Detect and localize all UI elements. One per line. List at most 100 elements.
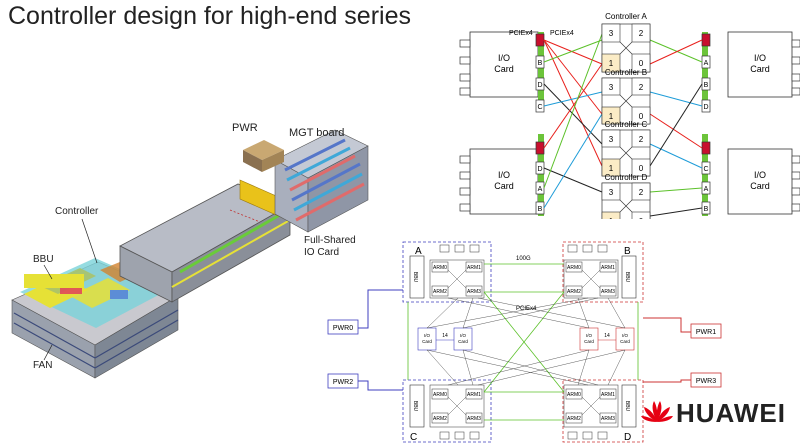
rp-b1: B: [704, 82, 709, 89]
page-title: Controller design for high-end series: [8, 2, 411, 30]
port-bar-right-top: [702, 32, 708, 112]
bbu-d: BBU: [621, 384, 637, 428]
io-r1-2: Card: [584, 339, 594, 344]
io-card-bl-label-1: I/O: [498, 170, 510, 180]
pwr-label: PWR: [232, 122, 258, 134]
arms-b: ARM0 ARM1 ARM2 ARM3: [563, 259, 619, 299]
hardware-illustration: PWR MGT board Controller BBU FAN Full-Sh…: [11, 122, 369, 379]
controller-a: Controller A 3 2 1 0: [601, 12, 651, 73]
huawei-logo-text: HUAWEI: [676, 398, 786, 428]
pwr2-label: PWR2: [333, 379, 353, 386]
lp-b2: B: [538, 206, 543, 213]
controller-b: Controller B 3 2 1 0: [601, 68, 651, 125]
pwr-left-boxes: PWR0 PWR2: [327, 319, 359, 389]
cb-p3: 3: [609, 83, 614, 92]
arm2-a: ARM2: [433, 289, 447, 295]
arm2-d: ARM2: [567, 416, 581, 422]
bbu-a-label: BBU: [412, 272, 418, 283]
io-r2-1: I/O: [622, 333, 629, 338]
pwr1-label: PWR1: [696, 329, 716, 336]
bbu-b: BBU: [621, 255, 637, 299]
rp-a2: A: [704, 186, 709, 193]
controller-b-label: Controller B: [605, 68, 647, 77]
arm3-b: ARM3: [601, 289, 615, 295]
arm0-a: ARM0: [433, 265, 447, 271]
pcie-label: PCIEx4: [516, 306, 537, 312]
arm1-b: ARM1: [601, 265, 615, 271]
cb-p0: 0: [639, 112, 644, 121]
cd-p3: 3: [609, 188, 614, 197]
bbu-module: [24, 274, 84, 288]
port-bar-left-top: [538, 32, 544, 112]
arm2-b: ARM2: [567, 289, 581, 295]
controller-topology: I/O Card I/O Card I/O Card I/O Card: [459, 12, 800, 219]
arms-c: ARM0 ARM1 ARM2 ARM3: [429, 384, 485, 428]
quadrant-d: [562, 379, 644, 443]
fan-pointer: [43, 344, 53, 361]
bbu-label: BBU: [33, 254, 54, 265]
controller-a-label: Controller A: [605, 12, 647, 21]
io-l2-2: Card: [458, 339, 468, 344]
controller-label: Controller: [55, 206, 99, 217]
lp-c1: C: [537, 104, 542, 111]
io-count-right: 14: [604, 333, 610, 339]
bbu-b-label: BBU: [624, 272, 630, 283]
quadrant-b: [562, 241, 644, 303]
io-card-tr-label-1: I/O: [754, 53, 766, 63]
io-card-label-2: IO Card: [304, 247, 339, 258]
arm0-d: ARM0: [567, 392, 581, 398]
arm3-c: ARM3: [467, 416, 481, 422]
arm3-d: ARM3: [601, 416, 615, 422]
cd-p0: 0: [639, 217, 644, 219]
pwr3-label: PWR3: [696, 378, 716, 385]
io-l2-1: I/O: [460, 333, 467, 338]
arm0-b: ARM0: [567, 265, 581, 271]
io-card-tr-label-2: Card: [750, 64, 770, 74]
port-bar-left-bottom: [538, 134, 544, 216]
controller-d: Controller D 3 2 1 0: [601, 173, 651, 219]
io-card-br-label-1: I/O: [754, 170, 766, 180]
arm2-c: ARM2: [433, 416, 447, 422]
pwr-module: [243, 140, 284, 172]
arm3-a: ARM3: [467, 289, 481, 295]
pwr0-link: [356, 289, 403, 329]
io-card-left-group: I/O Card I/O Card 14: [417, 327, 473, 351]
ca-p0: 0: [639, 59, 644, 68]
io-card-stubs: [459, 39, 800, 212]
corner-a: A: [415, 246, 422, 257]
mgt-board-label: MGT board: [289, 127, 344, 139]
links-100g: [483, 263, 565, 421]
lp-a2: A: [538, 186, 543, 193]
bbu-a: BBU: [409, 255, 425, 299]
cd-p1: 1: [609, 217, 614, 219]
port-bar-right-bottom: [702, 134, 708, 216]
cc-p3: 3: [609, 135, 614, 144]
pwr-right-boxes: PWR1 PWR3: [643, 317, 722, 388]
right-port-letters: A B D C A B: [703, 60, 708, 213]
controller-c: Controller C 3 2 1 0: [601, 120, 651, 177]
lp-d1: D: [537, 82, 542, 89]
io-r1-1: I/O: [586, 333, 593, 338]
corner-b: B: [624, 246, 631, 257]
cc-p0: 0: [639, 164, 644, 173]
io-card-br: I/O Card: [727, 148, 793, 215]
enclosure-interconnect: A B C D BBU BBU BBU BBU ARM0 ARM1 ARM2 A…: [356, 241, 644, 443]
pcie-mesh: [426, 297, 626, 386]
io-r2-2: Card: [620, 339, 630, 344]
huawei-flower-icon: [641, 401, 673, 422]
stack-lines: [13, 312, 96, 359]
corner-d: D: [624, 432, 631, 443]
io-l1-1: I/O: [424, 333, 431, 338]
arm1-a: ARM1: [467, 265, 481, 271]
arm1-c: ARM1: [467, 392, 481, 398]
cc-p2: 2: [639, 135, 644, 144]
pcie-left-label: PCIEx4: [509, 30, 533, 37]
arm1-d: ARM1: [601, 392, 615, 398]
cd-p2: 2: [639, 188, 644, 197]
io-card-bl: I/O Card: [469, 148, 539, 215]
io-card-module: [274, 129, 369, 233]
controller-pointer: [81, 218, 98, 264]
topology-links: [543, 33, 703, 217]
io-card-tl-label-2: Card: [494, 64, 514, 74]
io-l1-2: Card: [422, 339, 432, 344]
